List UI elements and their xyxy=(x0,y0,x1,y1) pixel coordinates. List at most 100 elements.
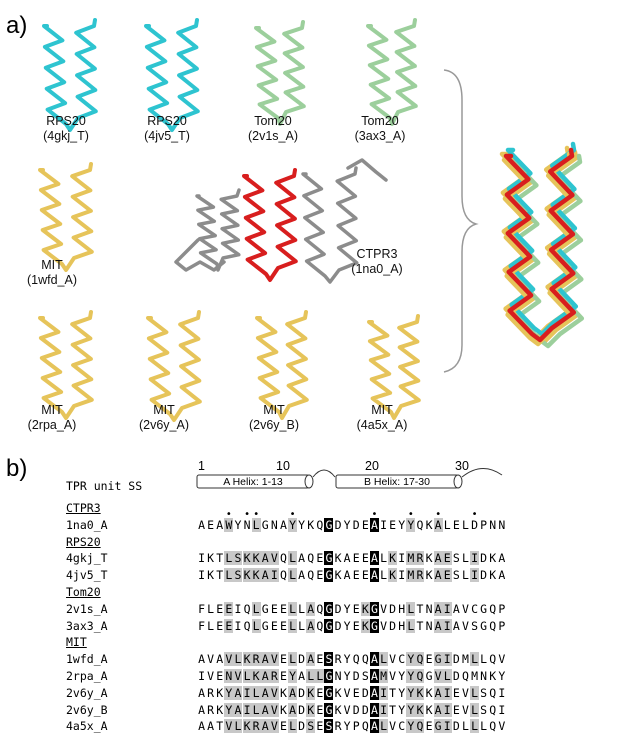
sequence-id: 4a5x_A xyxy=(66,719,108,734)
residue: E xyxy=(216,601,224,616)
residue: A xyxy=(198,685,206,700)
residue: A xyxy=(433,568,443,583)
residue: E xyxy=(361,517,369,532)
residue: I xyxy=(442,601,452,616)
residue: M xyxy=(461,652,469,667)
residue: L xyxy=(470,719,480,734)
residue: T xyxy=(216,568,224,583)
residue: P xyxy=(352,719,360,734)
residue: A xyxy=(498,551,506,566)
residue: E xyxy=(352,618,360,633)
residue: E xyxy=(279,669,287,683)
residue: T xyxy=(389,702,397,717)
residue: A xyxy=(260,551,270,566)
residue: Y xyxy=(224,685,234,700)
residue: A xyxy=(343,568,351,583)
residue: E xyxy=(452,702,460,717)
residue: L xyxy=(298,601,306,616)
residue: L xyxy=(480,652,488,667)
residue: L xyxy=(380,568,388,583)
grouping-bracket xyxy=(443,69,479,373)
structure-mit-2v6y-b xyxy=(255,310,309,420)
residue: A xyxy=(306,601,316,616)
residue: V xyxy=(269,719,279,734)
residue: R xyxy=(334,652,342,667)
loop-2 xyxy=(461,468,503,478)
residue: I xyxy=(379,702,389,717)
residue: R xyxy=(207,685,215,700)
residue: T xyxy=(416,618,424,633)
residue: E xyxy=(279,601,287,616)
residue: T xyxy=(216,551,224,566)
residue: Y xyxy=(398,685,406,700)
residue: S xyxy=(452,551,460,566)
residue: F xyxy=(198,601,206,616)
residue: Y xyxy=(398,702,406,717)
residue: K xyxy=(242,551,252,566)
residue: I xyxy=(442,618,452,633)
residue: I xyxy=(269,568,279,583)
residue: Q xyxy=(489,719,497,734)
residue: N xyxy=(480,669,488,683)
residue: L xyxy=(379,652,389,667)
residue: V xyxy=(498,719,506,734)
structure-label-tom20-3ax3: Tom20(3ax3_A) xyxy=(354,114,406,143)
residue: M xyxy=(406,551,416,566)
residue: Y xyxy=(298,517,306,532)
residue: P xyxy=(480,517,488,532)
residue: L xyxy=(224,551,234,566)
residue: G xyxy=(480,601,488,616)
residue: L xyxy=(470,685,480,700)
residue: K xyxy=(415,685,425,700)
residue: Y xyxy=(498,669,506,683)
residue: A xyxy=(452,618,460,633)
residue: Y xyxy=(343,719,351,734)
residue: L xyxy=(288,719,298,734)
residue: L xyxy=(288,652,298,667)
residue: A xyxy=(260,652,270,667)
residue: I xyxy=(234,601,242,616)
residue: K xyxy=(279,702,287,717)
conservation-dot: • xyxy=(289,508,296,520)
residue: A xyxy=(260,702,270,717)
residue: A xyxy=(369,551,379,566)
residue: Y xyxy=(288,517,298,532)
residue: E xyxy=(425,652,433,667)
residue: G xyxy=(324,568,334,583)
structure-ctpr3-flank-right xyxy=(301,166,359,284)
residue: L xyxy=(461,719,469,734)
residue: G xyxy=(261,601,269,616)
structure-ctpr3-flank-left xyxy=(195,188,241,272)
group-label: CTPR3 xyxy=(66,501,101,515)
residue: E xyxy=(452,517,460,532)
residue: Q xyxy=(243,601,251,616)
residue: Y xyxy=(406,669,416,683)
residue: K xyxy=(425,551,433,566)
residue: V xyxy=(389,669,397,683)
residue: E xyxy=(442,568,452,583)
residue: L xyxy=(251,618,261,633)
residue: S xyxy=(306,719,316,734)
residue: Q xyxy=(415,719,425,734)
residue: D xyxy=(361,685,369,700)
residue: A xyxy=(306,652,316,667)
residue: V xyxy=(461,685,469,700)
conservation-dot: • xyxy=(435,508,442,520)
residue: Q xyxy=(307,568,315,583)
sequence-id: 2rpa_A xyxy=(66,669,108,683)
helix-b-cylinder: B Helix: 17-30 xyxy=(335,474,463,489)
residue: I xyxy=(442,685,452,700)
residue: L xyxy=(251,601,261,616)
residue: E xyxy=(389,517,397,532)
residue: A xyxy=(433,551,443,566)
residue: K xyxy=(242,568,252,583)
secondary-structure-diagram: A Helix: 1-13 B Helix: 17-30 xyxy=(196,468,503,489)
superposition-trace-5 xyxy=(503,147,577,343)
residue: V xyxy=(207,669,215,683)
residue: L xyxy=(242,669,252,683)
residue: Q xyxy=(489,685,497,700)
residue: L xyxy=(461,551,469,566)
residue: S xyxy=(324,719,334,734)
residue: E xyxy=(361,568,369,583)
